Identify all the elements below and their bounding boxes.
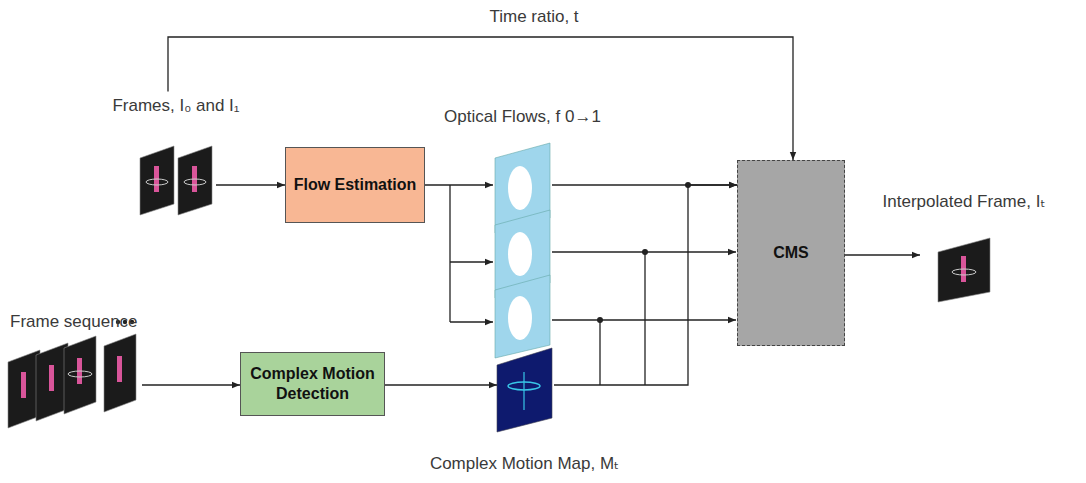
hoop <box>68 371 92 377</box>
frame-thumbnails <box>140 146 212 215</box>
dancer <box>117 356 122 382</box>
cms-block: CMS <box>737 160 845 346</box>
connector-arrow <box>216 184 285 185</box>
box-label: CMS <box>773 243 809 263</box>
frame-image <box>36 343 68 421</box>
edge-label: Time ratio, t <box>486 7 581 27</box>
flow-blob <box>508 232 532 276</box>
frame-sequence-images <box>8 320 136 428</box>
connector-arrow <box>425 184 493 185</box>
frame-sequence: Frame sequence <box>8 340 138 432</box>
frame-image <box>938 238 990 302</box>
image-caption: Interpolated Frame, Iₜ <box>883 192 1046 212</box>
branch-wires <box>450 185 736 385</box>
input-frames: Frames, I₀ and I₁ <box>140 146 212 216</box>
image-caption: Frame sequence <box>10 312 138 332</box>
frame-image <box>178 146 212 215</box>
interpolated-frame: Interpolated Frame, Iₜ <box>938 238 990 302</box>
connector-arrow <box>845 254 920 255</box>
image-caption: Complex Motion Map, Mₜ <box>430 454 619 474</box>
dancer <box>49 365 54 391</box>
output-frame <box>938 238 990 302</box>
branch-wire <box>599 320 600 385</box>
image-caption: Frames, I₀ and I₁ <box>112 96 239 116</box>
map-highlight <box>523 372 524 410</box>
hoop <box>184 179 206 185</box>
junction-dots <box>597 182 691 323</box>
hoop <box>952 269 976 275</box>
junction-dot <box>642 249 648 255</box>
branch-wire <box>644 252 645 385</box>
flow-image <box>495 275 550 358</box>
motion-map: Complex Motion Map, Mₜ <box>497 348 552 432</box>
box-label: Flow Estimation <box>294 175 417 195</box>
hoop <box>146 179 168 185</box>
flow-images <box>495 143 550 358</box>
dancer <box>21 372 26 398</box>
junction-dot <box>597 317 603 323</box>
image-caption: Optical Flows, f 0→1 <box>444 107 601 127</box>
branch-wire <box>450 261 493 262</box>
connector-arrow <box>554 185 737 385</box>
branch-wire <box>449 185 450 322</box>
flow-blob <box>508 296 532 340</box>
process-box: Complex Motion Detection <box>240 352 385 416</box>
frame-image <box>104 334 136 412</box>
optical-flows: Optical Flows, f 0→1 <box>495 143 550 358</box>
frame-image <box>64 336 96 414</box>
connector-arrow <box>385 384 497 385</box>
process-box: Flow Estimation <box>285 147 425 223</box>
connector-arrow <box>142 384 240 385</box>
branch-wire <box>450 321 493 322</box>
motion-map-image <box>497 348 552 432</box>
map-image <box>497 348 552 432</box>
connector-arrow <box>168 37 793 160</box>
flow-blob <box>508 166 532 210</box>
frame-image <box>140 146 174 215</box>
branch-wire <box>552 319 736 320</box>
frame-image <box>8 350 40 428</box>
box-label: Complex Motion Detection <box>248 364 377 404</box>
